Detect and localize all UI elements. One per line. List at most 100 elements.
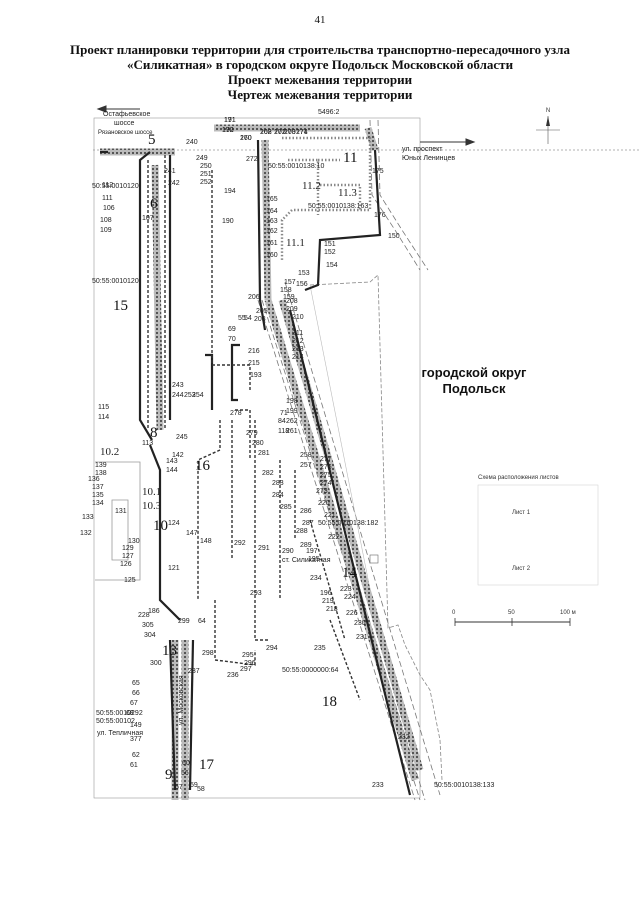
district-boundary: [309, 274, 443, 781]
point-number: 168: [260, 129, 272, 136]
point-number: 240: [186, 139, 198, 146]
point-number: 199: [286, 408, 298, 415]
point-number: 299: [178, 618, 190, 625]
scheme-title: Схема расположения листов: [478, 475, 559, 481]
point-number: 111: [102, 195, 113, 202]
point-number: 142: [172, 452, 184, 459]
point-number: 130: [128, 538, 140, 545]
point-number: 201: [274, 129, 286, 136]
region-label-line-2: Подольск: [442, 381, 506, 396]
point-number: 125: [124, 577, 136, 584]
point-number: 216: [248, 348, 260, 355]
point-number: 153: [298, 270, 310, 277]
zone-number: 11.2: [302, 180, 321, 192]
point-number: 161: [266, 240, 278, 247]
point-number: 194: [224, 188, 236, 195]
road-label-ostafyevo-1: Остафьевское: [103, 111, 151, 118]
point-number: 54: [244, 315, 252, 322]
point-number: 251: [200, 171, 212, 178]
point-number: 271: [296, 129, 308, 136]
page-number: 41: [314, 14, 326, 26]
point-number: 281: [258, 450, 270, 457]
zone-number: 15: [113, 298, 128, 314]
point-number: 235: [314, 645, 326, 652]
point-number: 209: [286, 306, 298, 313]
point-number: 143: [166, 458, 178, 465]
scale-label-mid: 50: [508, 610, 515, 616]
point-number: 276: [320, 464, 332, 471]
bold-boundaries: [100, 139, 412, 796]
point-number: 165: [266, 196, 278, 203]
point-number: 129: [122, 545, 134, 552]
point-number: 139: [95, 462, 107, 469]
point-number: 171: [224, 117, 236, 124]
point-number: 56: [181, 770, 189, 777]
point-number: 212: [292, 338, 304, 345]
point-number: 254: [192, 392, 204, 399]
point-number: 253: [184, 392, 196, 399]
point-number: 230: [354, 620, 366, 627]
point-number: 249: [196, 155, 208, 162]
point-number: 219: [322, 598, 334, 605]
point-number: 151: [324, 241, 336, 248]
point-number: 221: [324, 512, 336, 519]
point-number: 113: [142, 440, 154, 447]
point-number: 126: [120, 561, 132, 568]
point-number: 135: [92, 492, 104, 499]
cadastral-label: 50:55:0010138:182: [318, 520, 379, 527]
point-number: 243: [172, 382, 184, 389]
point-number: 109: [100, 227, 112, 234]
zone-number: 10: [153, 518, 168, 534]
point-number: 290: [282, 548, 294, 555]
cadastral-label: 50:55:0010120: [92, 278, 139, 285]
point-number: 71: [280, 410, 288, 417]
point-number: 275: [320, 472, 332, 479]
scheme-box: [477, 484, 599, 586]
point-number: 132: [80, 530, 92, 537]
zone-number: 9: [165, 767, 173, 783]
point-number: 244: [172, 392, 184, 399]
point-number: 294: [266, 645, 278, 652]
zone-number: 11.3: [338, 187, 357, 199]
point-number: 202: [260, 129, 272, 136]
point-number: 292: [234, 540, 246, 547]
point-number: 198: [286, 398, 298, 405]
point-number: 231: [356, 634, 368, 641]
zone-number: 14: [342, 565, 357, 581]
point-number: 218: [326, 606, 338, 613]
zone-number: 10.1: [142, 486, 162, 498]
point-number: 160: [240, 135, 252, 142]
point-number: 175: [372, 168, 384, 175]
point-number: 191: [224, 117, 236, 124]
zone-number: 8: [150, 425, 158, 441]
road-label-ryazanovo: Рязановское шоссе: [98, 130, 153, 136]
point-number: 305: [142, 622, 154, 629]
point-number: 223: [340, 586, 352, 593]
point-number: 304: [144, 632, 156, 639]
point-number: 68: [126, 710, 134, 717]
point-number: 205: [256, 308, 268, 315]
point-number: 245: [176, 434, 188, 441]
point-number: 115: [98, 404, 110, 411]
point-number: 131: [115, 508, 127, 515]
cadastral-label: 50:55:00102: [96, 718, 135, 725]
point-number: 58: [197, 786, 205, 793]
point-number: 67: [130, 700, 138, 707]
point-number: 261: [286, 428, 298, 435]
point-number: 59: [190, 782, 198, 789]
zone-number: 5: [148, 132, 156, 148]
point-number: 287: [302, 520, 314, 527]
title-line-2: «Силикатная» в городском округе Подольск…: [126, 57, 514, 72]
point-number: 250: [200, 163, 212, 170]
cadastral-label: 50:55:0000000:64: [282, 667, 339, 674]
compass-label: N: [546, 108, 550, 114]
point-number: 224: [344, 594, 356, 601]
point-number: 196: [320, 590, 332, 597]
cadastral-label: 50:55:0010292: [96, 710, 143, 717]
point-number: 214: [292, 354, 304, 361]
point-number: 233: [372, 782, 384, 789]
point-number: 274: [320, 480, 332, 487]
zone-number: 16: [195, 458, 210, 474]
point-number: 222: [328, 534, 340, 541]
